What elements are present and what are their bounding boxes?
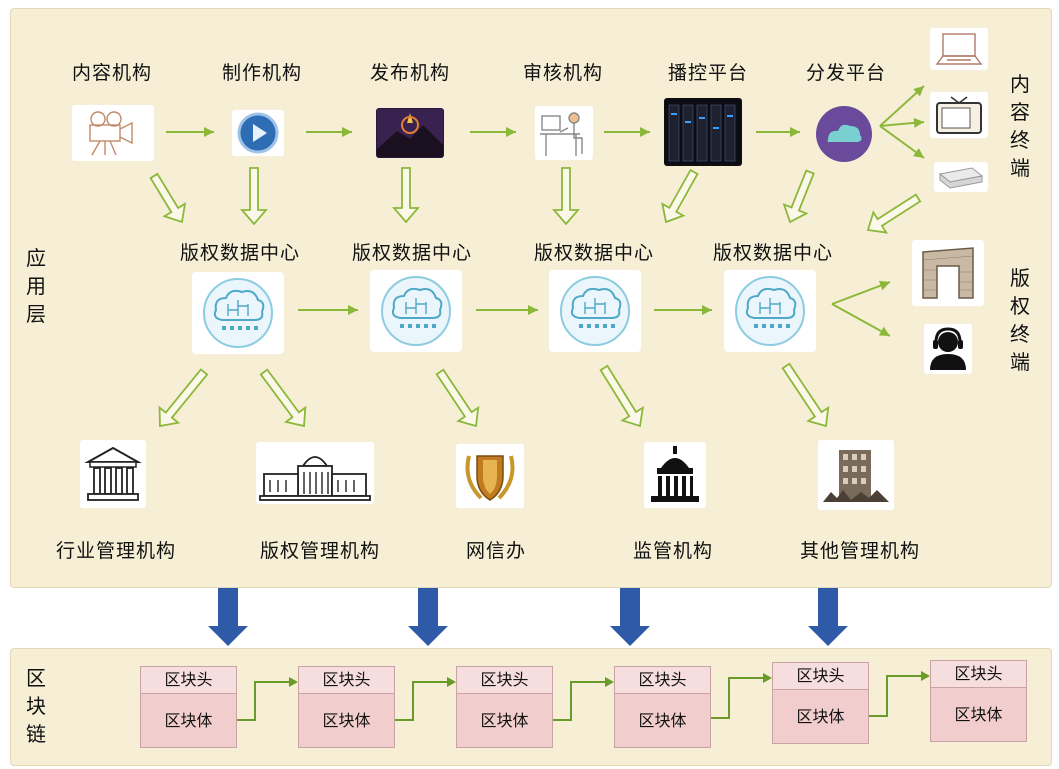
to-chain-arrow-2 (408, 588, 448, 646)
pipeline-label-publishing-agency: 发布机构 (369, 62, 451, 84)
authority-label-cac: 网信办 (465, 540, 527, 562)
data-cloud-icon (724, 270, 816, 352)
pipeline-label-broadcast-platform: 播控平台 (667, 62, 749, 84)
to-chain-arrow-3 (610, 588, 650, 646)
blockchain-label: 区块链 (26, 666, 46, 746)
block-body: 区块体 (954, 705, 1003, 724)
pipeline-label-distribution-platform: 分发平台 (805, 62, 887, 84)
authority-label-industry: 行业管理机构 (55, 540, 177, 562)
data-cloud-icon (192, 272, 284, 354)
set-top-box-icon (934, 162, 988, 192)
to-chain-arrow-4 (808, 588, 848, 646)
shield-emblem-icon (456, 444, 524, 508)
block-header: 区块头 (931, 661, 1026, 688)
television-icon (930, 92, 988, 138)
block-header: 区块头 (773, 663, 868, 690)
to-chain-arrow-1 (208, 588, 248, 646)
person-headset-icon (924, 324, 972, 374)
pipeline-label-content-agency: 内容机构 (71, 62, 153, 84)
film-studio-logo-icon (376, 108, 444, 158)
application-layer-panel (10, 8, 1052, 588)
block: 区块头区块体 (930, 660, 1027, 742)
block-header: 区块头 (299, 667, 394, 694)
data-center-label-1: 版权数据中心 (179, 242, 301, 264)
authority-label-copyright: 版权管理机构 (259, 540, 381, 562)
block-body: 区块体 (638, 711, 687, 730)
block-header: 区块头 (457, 667, 552, 694)
block: 区块头区块体 (140, 666, 237, 748)
block-body: 区块体 (796, 707, 845, 726)
pipeline-label-production-agency: 制作机构 (221, 62, 303, 84)
block: 区块头区块体 (772, 662, 869, 744)
office-tower-icon (818, 440, 894, 510)
block-body: 区块体 (322, 711, 371, 730)
block: 区块头区块体 (456, 666, 553, 748)
data-center-label-4: 版权数据中心 (712, 242, 834, 264)
authority-label-regulator: 监管机构 (632, 540, 714, 562)
application-layer-label: 应用层 (26, 246, 46, 326)
data-center-label-2: 版权数据中心 (351, 242, 473, 264)
data-center-label-3: 版权数据中心 (533, 242, 655, 264)
content-terminal-label: 内容终端 (1010, 72, 1030, 180)
block-header: 区块头 (615, 667, 710, 694)
pipeline-label-review-agency: 审核机构 (522, 62, 604, 84)
server-rack-icon (664, 98, 742, 166)
cloud-distribution-icon (812, 104, 876, 164)
block: 区块头区块体 (614, 666, 711, 748)
person-at-desk-icon (535, 106, 593, 160)
authority-label-other: 其他管理机构 (799, 540, 921, 562)
capitol-dome-icon (644, 442, 706, 508)
government-building-icon (256, 442, 374, 504)
laptop-icon (930, 28, 988, 70)
data-cloud-icon (370, 270, 462, 352)
data-cloud-icon (549, 270, 641, 352)
film-camera-icon (72, 105, 154, 161)
block-body: 区块体 (480, 711, 529, 730)
copyright-terminal-label: 版权终端 (1010, 266, 1030, 374)
play-button-icon (232, 110, 284, 156)
classical-building-icon (80, 440, 146, 508)
block: 区块头区块体 (298, 666, 395, 748)
block-body: 区块体 (164, 711, 213, 730)
building-icon (912, 240, 984, 306)
block-header: 区块头 (141, 667, 236, 694)
